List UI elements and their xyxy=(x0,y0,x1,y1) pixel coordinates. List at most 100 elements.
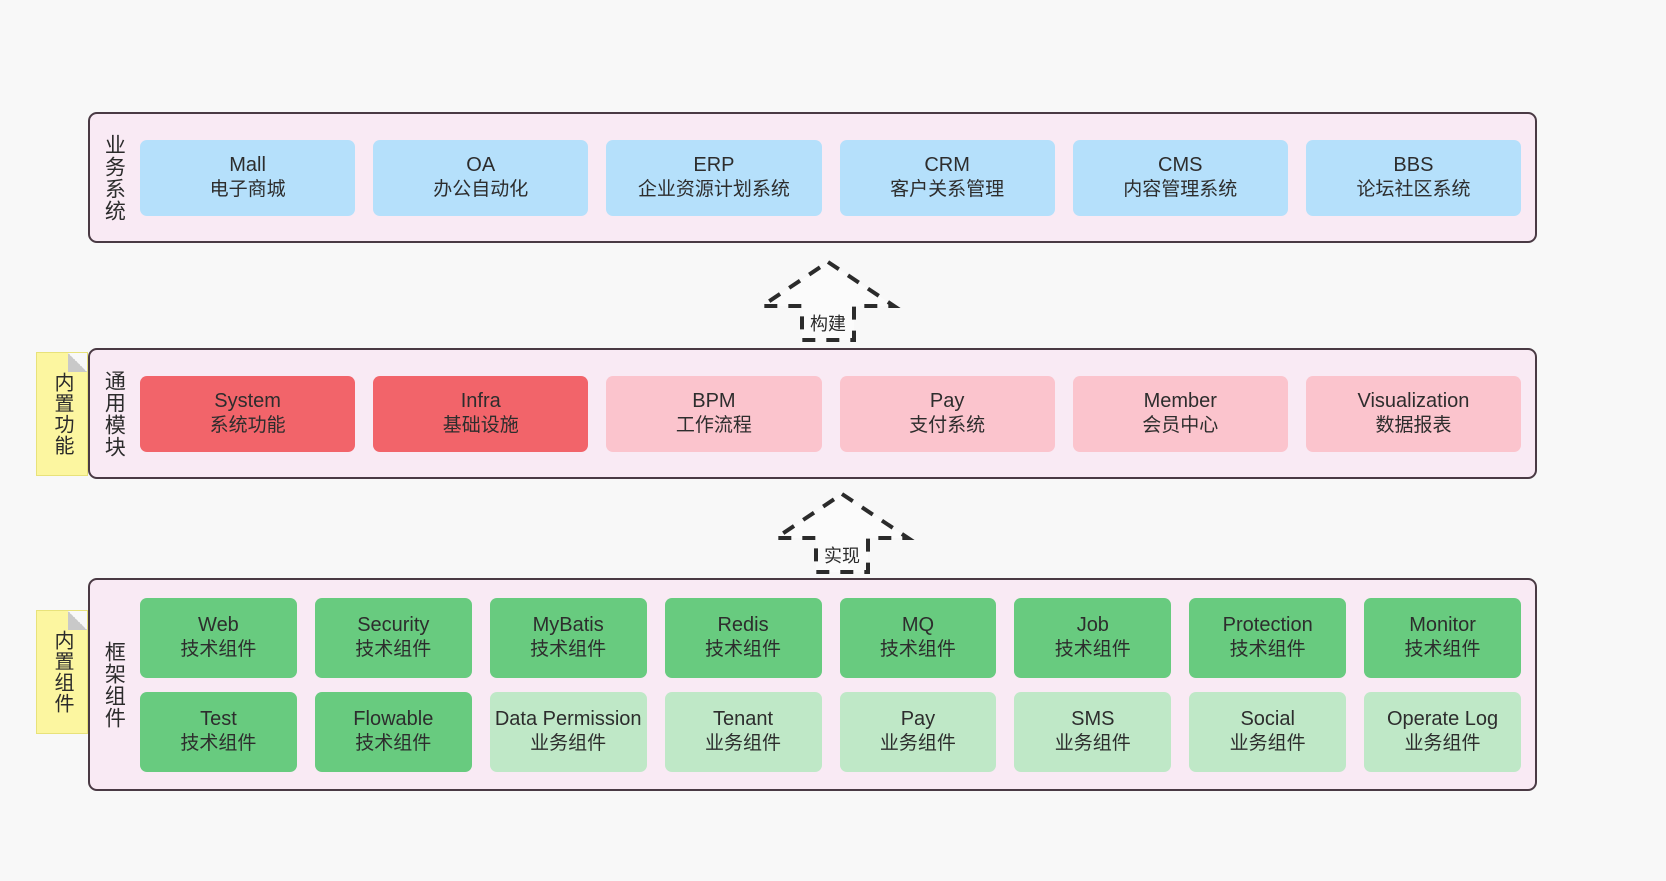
node-title: Test xyxy=(200,708,237,731)
node-oa[interactable]: OA 办公自动化 xyxy=(373,139,589,216)
node-title: Pay xyxy=(929,390,965,413)
node-subtitle: 论坛社区系统 xyxy=(1356,179,1471,201)
node-crm[interactable]: CRM 客户关系管理 xyxy=(839,139,1055,216)
node-subtitle: 内容管理系统 xyxy=(1123,179,1238,201)
node-bbs[interactable]: BBS 论坛社区系统 xyxy=(1305,139,1522,216)
node-title: BPM xyxy=(692,390,736,413)
node-subtitle: 客户关系管理 xyxy=(890,179,1005,201)
build-arrow-label: 构建 xyxy=(810,314,846,334)
node-subtitle: 工作流程 xyxy=(675,415,752,437)
node-title: OA xyxy=(466,154,496,177)
builtin-component-note-label: 内置组件 xyxy=(51,630,73,714)
node-subtitle: 技术组件 xyxy=(1054,639,1131,661)
builtin-function-note: 内置功能 xyxy=(36,352,88,476)
node-monitor[interactable]: Monitor 技术组件 xyxy=(1364,597,1521,678)
implement-arrow-label: 实现 xyxy=(824,546,860,566)
node-title: SMS xyxy=(1071,708,1115,731)
node-tenant[interactable]: Tenant 业务组件 xyxy=(664,691,822,772)
node-flowable[interactable]: Flowable 技术组件 xyxy=(314,691,472,772)
node-protection[interactable]: Protection 技术组件 xyxy=(1189,597,1347,678)
node-pay[interactable]: Pay 支付系统 xyxy=(839,375,1055,452)
build-arrow: 构建 xyxy=(755,258,901,344)
layer-framework-components: 框架组件 Web 技术组件 Security 技术组件 MyBatis 技术组件… xyxy=(88,578,1537,791)
layer-body-business-systems: Mall 电子商城 OA 办公自动化 ERP 企业资源计划系统 CRM 客户关系… xyxy=(136,114,1535,241)
node-subtitle: 技术组件 xyxy=(879,639,956,661)
layer-row: Test 技术组件 Flowable 技术组件 Data Permission … xyxy=(140,691,1521,772)
node-subtitle: 技术组件 xyxy=(530,639,607,661)
node-operate-log[interactable]: Operate Log 业务组件 xyxy=(1364,691,1521,772)
node-sms[interactable]: SMS 业务组件 xyxy=(1014,691,1172,772)
layer-title-common-modules: 通用模块 xyxy=(102,369,126,458)
node-title: Monitor xyxy=(1409,614,1476,637)
node-title: Data Permission xyxy=(494,708,642,731)
node-redis[interactable]: Redis 技术组件 xyxy=(664,597,822,678)
implement-arrow: 实现 xyxy=(769,490,915,576)
node-subtitle: 支付系统 xyxy=(909,415,986,437)
node-title: System xyxy=(214,390,281,413)
node-title: Protection xyxy=(1222,614,1313,637)
node-infra[interactable]: Infra 基础设施 xyxy=(373,375,589,452)
node-job[interactable]: Job 技术组件 xyxy=(1014,597,1172,678)
node-visualization[interactable]: Visualization 数据报表 xyxy=(1305,375,1522,452)
node-title: Flowable xyxy=(353,708,434,731)
node-title: Visualization xyxy=(1357,390,1470,413)
node-title: Security xyxy=(357,614,430,637)
node-title: Social xyxy=(1240,708,1295,731)
node-pay-business[interactable]: Pay 业务组件 xyxy=(839,691,997,772)
layer-body-framework-components: Web 技术组件 Security 技术组件 MyBatis 技术组件 Redi… xyxy=(136,580,1535,789)
node-subtitle: 技术组件 xyxy=(1229,639,1306,661)
node-title: ERP xyxy=(693,154,735,177)
node-subtitle: 业务组件 xyxy=(705,733,782,755)
node-member[interactable]: Member 会员中心 xyxy=(1072,375,1288,452)
node-subtitle: 技术组件 xyxy=(180,639,257,661)
layer-row: System 系统功能 Infra 基础设施 BPM 工作流程 Pay 支付系统… xyxy=(140,375,1522,452)
node-mybatis[interactable]: MyBatis 技术组件 xyxy=(489,597,647,678)
node-erp[interactable]: ERP 企业资源计划系统 xyxy=(606,139,822,216)
node-mall[interactable]: Mall 电子商城 xyxy=(140,139,356,216)
builtin-function-note-label: 内置功能 xyxy=(51,372,73,456)
layer-business-systems: 业务系统 Mall 电子商城 OA 办公自动化 ERP 企业资源计划系统 CRM… xyxy=(88,112,1537,243)
node-title: Tenant xyxy=(713,708,774,731)
layer-title-framework-components: 框架组件 xyxy=(102,640,126,729)
node-subtitle: 技术组件 xyxy=(1404,639,1481,661)
node-title: Member xyxy=(1143,390,1217,413)
node-subtitle: 电子商城 xyxy=(209,179,286,201)
node-title: BBS xyxy=(1393,154,1434,177)
builtin-component-note: 内置组件 xyxy=(36,610,88,734)
node-subtitle: 业务组件 xyxy=(1229,733,1306,755)
node-subtitle: 技术组件 xyxy=(355,733,432,755)
node-title: MyBatis xyxy=(532,614,604,637)
node-mq[interactable]: MQ 技术组件 xyxy=(839,597,997,678)
node-subtitle: 基础设施 xyxy=(442,415,519,437)
node-data-permission[interactable]: Data Permission 业务组件 xyxy=(489,691,647,772)
node-title: Job xyxy=(1076,614,1109,637)
node-security[interactable]: Security 技术组件 xyxy=(314,597,472,678)
node-cms[interactable]: CMS 内容管理系统 xyxy=(1072,139,1288,216)
node-social[interactable]: Social 业务组件 xyxy=(1189,691,1347,772)
node-subtitle: 业务组件 xyxy=(530,733,607,755)
node-title: Redis xyxy=(717,614,769,637)
node-bpm[interactable]: BPM 工作流程 xyxy=(606,375,822,452)
layer-row: Web 技术组件 Security 技术组件 MyBatis 技术组件 Redi… xyxy=(140,597,1521,678)
node-title: Mall xyxy=(229,154,266,177)
node-title: CMS xyxy=(1158,154,1203,177)
layer-body-common-modules: System 系统功能 Infra 基础设施 BPM 工作流程 Pay 支付系统… xyxy=(136,350,1535,477)
node-subtitle: 会员中心 xyxy=(1142,415,1219,437)
node-subtitle: 办公自动化 xyxy=(433,179,529,201)
node-subtitle: 企业资源计划系统 xyxy=(637,179,790,201)
node-subtitle: 业务组件 xyxy=(1054,733,1131,755)
node-title: Infra xyxy=(460,390,501,413)
node-title: MQ xyxy=(901,614,935,637)
node-subtitle: 系统功能 xyxy=(209,415,286,437)
layer-row: Mall 电子商城 OA 办公自动化 ERP 企业资源计划系统 CRM 客户关系… xyxy=(140,139,1522,216)
node-web[interactable]: Web 技术组件 xyxy=(140,597,297,678)
node-test[interactable]: Test 技术组件 xyxy=(140,691,297,772)
node-subtitle: 业务组件 xyxy=(1404,733,1481,755)
node-title: CRM xyxy=(924,154,970,177)
layer-common-modules: 通用模块 System 系统功能 Infra 基础设施 BPM 工作流程 Pay… xyxy=(88,348,1537,479)
node-system[interactable]: System 系统功能 xyxy=(140,375,356,452)
node-title: Pay xyxy=(900,708,936,731)
node-subtitle: 技术组件 xyxy=(355,639,432,661)
node-title: Operate Log xyxy=(1386,708,1499,731)
